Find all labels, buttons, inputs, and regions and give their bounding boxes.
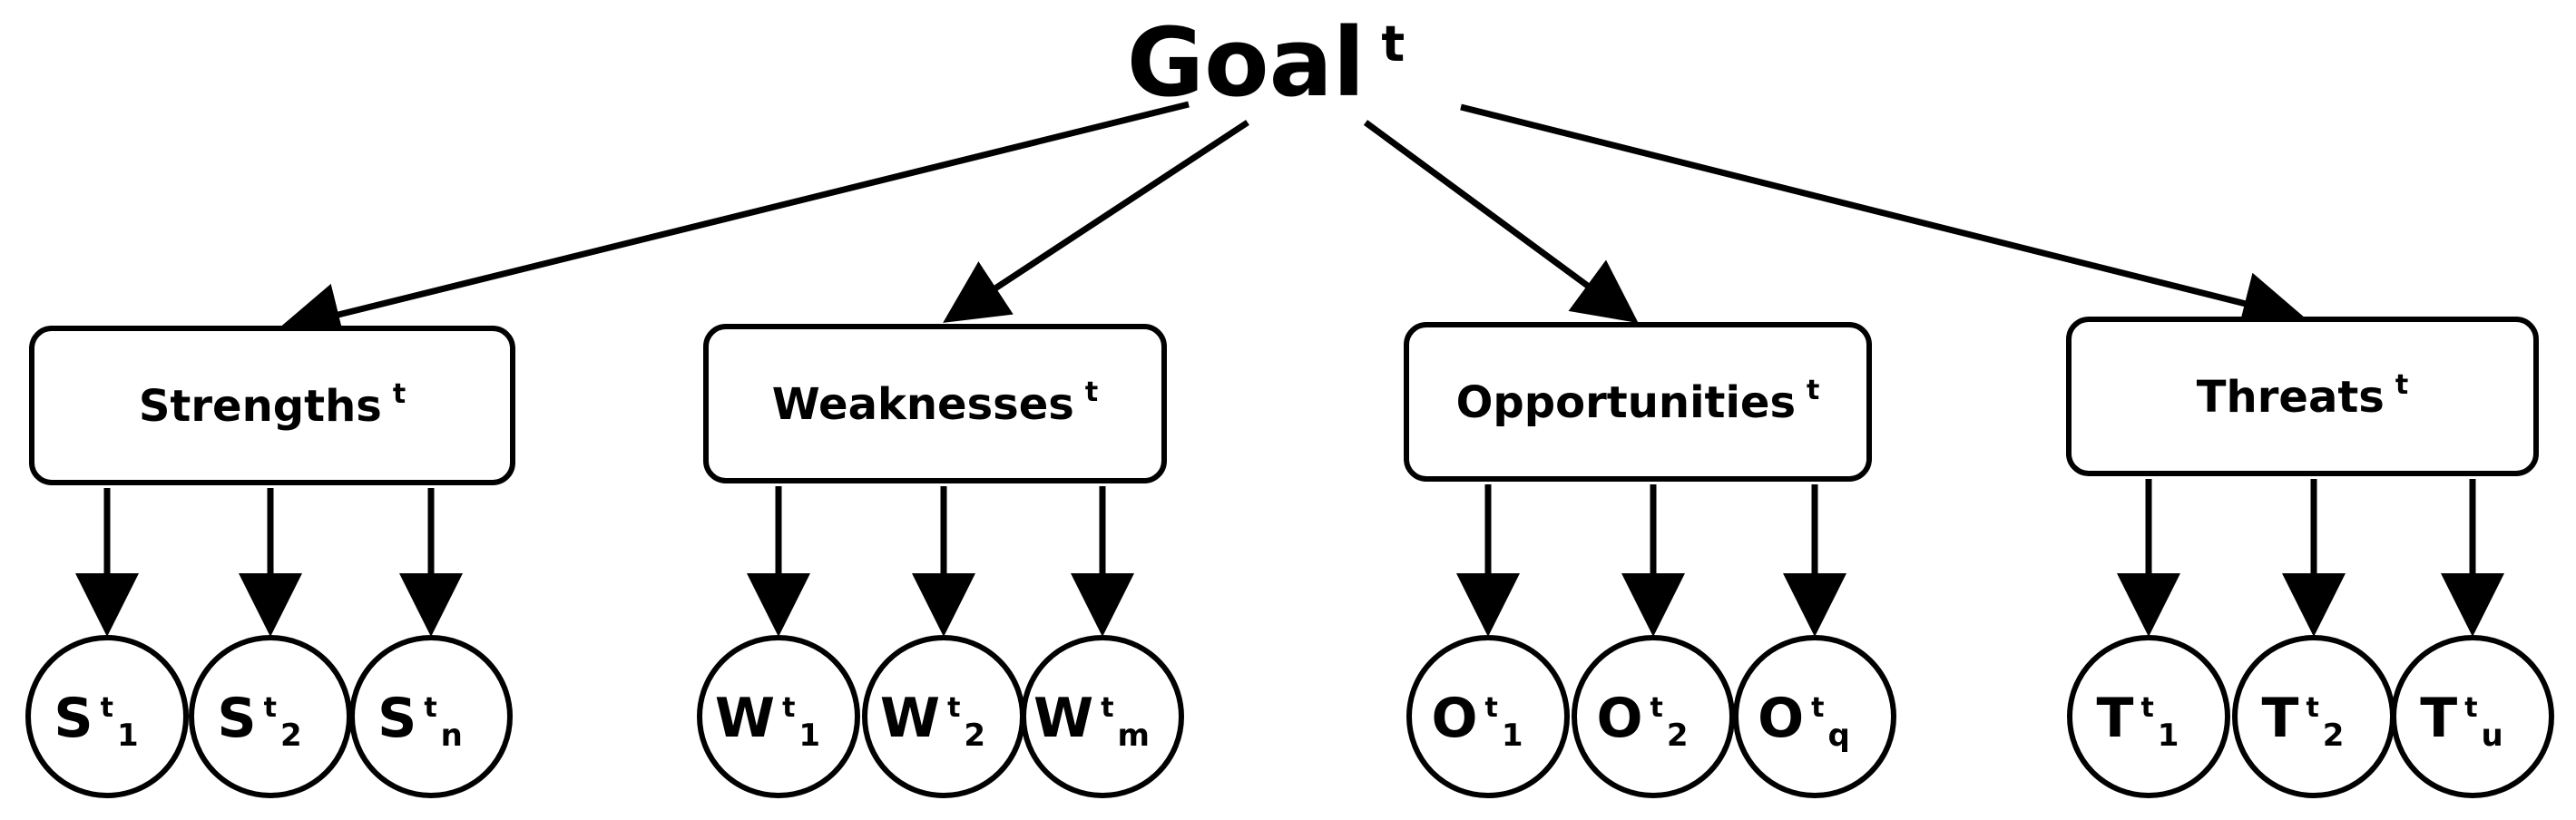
category-box-weaknesses <box>703 324 1167 483</box>
node-subscript: m <box>1118 718 1150 754</box>
category-name: Opportunities <box>1456 377 1796 428</box>
node-superscript: t <box>1811 692 1824 724</box>
node-superscript: t <box>1650 692 1663 724</box>
node-letter: O <box>1596 687 1642 750</box>
node-circle-opportunities-1 <box>1406 635 1570 798</box>
category-box-opportunities <box>1404 322 1872 482</box>
node-letter: S <box>217 687 256 750</box>
node-circle-strengths-3 <box>349 635 513 798</box>
node-subscript: 2 <box>2323 718 2345 754</box>
category-box-strengths <box>29 326 515 485</box>
category-superscript: t <box>2395 369 2408 401</box>
node-subscript: 1 <box>2158 718 2179 754</box>
category-label-threats: Threats t <box>2197 369 2408 423</box>
node-superscript: t <box>2464 692 2477 724</box>
category-name: Strengths <box>139 381 382 432</box>
node-subscript: 2 <box>964 718 985 754</box>
edge-goal-opportunities <box>1363 120 1639 324</box>
node-letter: S <box>377 687 416 750</box>
node-circle-threats-3 <box>2391 635 2554 798</box>
goal-label: Goal <box>1127 7 1366 118</box>
node-letter: O <box>1758 687 1804 750</box>
node-superscript: t <box>947 692 960 724</box>
node-letter: W <box>880 687 940 750</box>
node-letter: S <box>54 687 93 750</box>
node-subscript: n <box>441 718 463 754</box>
goal-edges <box>277 101 2307 346</box>
node-superscript: t <box>2140 692 2153 724</box>
node-circle-weaknesses-1 <box>697 635 860 798</box>
node-circle-threats-1 <box>2067 635 2230 798</box>
node-superscript: t <box>101 692 113 724</box>
category-superscript: t <box>1085 376 1098 408</box>
node-letter: T <box>2262 687 2299 750</box>
node-superscript: t <box>1485 692 1498 724</box>
node-subscript: u <box>2482 718 2503 754</box>
category-superscript: t <box>393 378 406 410</box>
node-superscript: t <box>1101 692 1113 724</box>
node-subscript: 1 <box>1502 718 1523 754</box>
node-circle-strengths-1 <box>25 635 189 798</box>
edge-goal-threats <box>1460 103 2307 335</box>
category-label-weaknesses: Weaknesses t <box>772 376 1098 430</box>
node-circle-opportunities-3 <box>1733 635 1896 798</box>
category-superscript: t <box>1807 375 1819 406</box>
node-letter: W <box>1033 687 1093 750</box>
edge-goal-weaknesses <box>943 120 1249 323</box>
node-subscript: 2 <box>1667 718 1689 754</box>
node-superscript: t <box>264 692 277 724</box>
category-label-opportunities: Opportunities t <box>1456 375 1820 428</box>
node-letter: T <box>2097 687 2134 750</box>
category-name: Threats <box>2197 372 2385 423</box>
node-superscript: t <box>424 692 436 724</box>
category-box-threats <box>2066 317 2539 476</box>
node-superscript: t <box>2306 692 2318 724</box>
node-circle-opportunities-2 <box>1572 635 1735 798</box>
node-letter: W <box>715 687 775 750</box>
node-superscript: t <box>782 692 795 724</box>
category-label-strengths: Strengths t <box>139 378 406 432</box>
node-letter: O <box>1431 687 1477 750</box>
node-subscript: 2 <box>280 718 302 754</box>
node-letter: T <box>2420 687 2457 750</box>
edge-goal-strengths <box>277 101 1190 346</box>
node-subscript: q <box>1828 718 1850 754</box>
goal-superscript: t <box>1381 15 1405 73</box>
node-subscript: 1 <box>798 718 820 754</box>
category-name: Weaknesses <box>772 379 1074 430</box>
node-subscript: 1 <box>117 718 139 754</box>
node-circle-weaknesses-3 <box>1021 635 1184 798</box>
